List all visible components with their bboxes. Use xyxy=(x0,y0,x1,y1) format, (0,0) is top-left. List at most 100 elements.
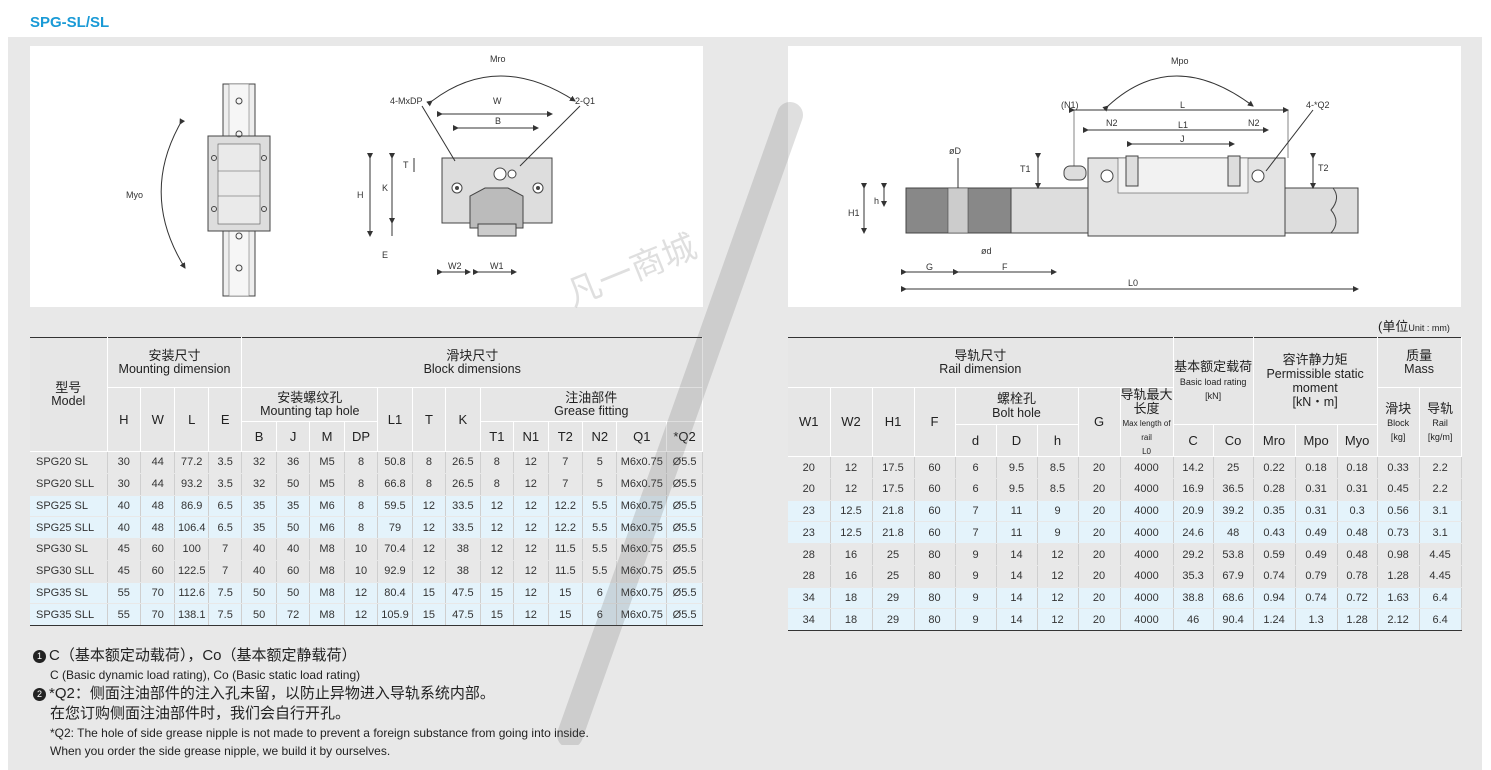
table-cell: 16.9 xyxy=(1173,478,1214,501)
table-cell: 60 xyxy=(914,500,956,523)
table-cell: 21.8 xyxy=(872,500,915,523)
table-cell: 12.2 xyxy=(548,516,584,539)
note-1-en: C (Basic dynamic load rating), Co (Basic… xyxy=(50,668,361,682)
table-cell: 12 xyxy=(480,560,515,583)
col-e: E xyxy=(208,387,243,452)
table-cell: 0.18 xyxy=(1337,456,1378,479)
table-cell: 90.4 xyxy=(1213,608,1254,632)
table-cell: 6.5 xyxy=(208,495,243,518)
table-cell: 86.9 xyxy=(174,495,209,518)
table-cell: 9 xyxy=(955,587,997,610)
table-cell: 35 xyxy=(241,516,277,539)
table-cell: 9 xyxy=(1037,521,1079,545)
table-cell: 35 xyxy=(276,495,311,518)
table-cell: 92.9 xyxy=(377,560,413,583)
table-cell: 7.5 xyxy=(208,582,243,605)
table-cell: 34 xyxy=(788,587,831,610)
unit-label-en: Unit : mm) xyxy=(1408,323,1450,333)
col-myo: Myo xyxy=(1337,424,1378,458)
table-cell: 11.5 xyxy=(548,538,584,561)
table-cell: 0.49 xyxy=(1295,543,1338,566)
col-t: T xyxy=(412,387,447,452)
col-h1: H1 xyxy=(872,387,915,458)
rail-diagram: Mpo (N1) L 4-*Q2 N2 L1 N2 J øD T1 T2 h H… xyxy=(848,56,1359,292)
table-cell: 29.2 xyxy=(1173,543,1214,566)
mass-header-en: Mass xyxy=(1404,362,1435,377)
col-mpo: Mpo xyxy=(1295,424,1338,458)
table-cell: 14 xyxy=(996,565,1038,588)
table-cell: 6 xyxy=(955,456,997,479)
col-k: K xyxy=(445,387,481,452)
table-cell: 20 xyxy=(788,478,831,501)
table-cell: M6x0.75 xyxy=(616,495,668,518)
col-q1: Q1 xyxy=(616,421,668,452)
col-w: W xyxy=(140,387,176,452)
tap-header-en: Mounting tap hole xyxy=(260,404,360,419)
block-diagram-panel: Myo Mro W B 4-MxDP 2-Q1 T H K E W2 W1 xyxy=(30,46,703,307)
mro-label: Mro xyxy=(490,54,506,64)
table-cell: 0.31 xyxy=(1295,500,1338,523)
table-cell: 15 xyxy=(548,582,584,605)
table-cell: 8 xyxy=(480,473,515,496)
table-cell: 28 xyxy=(788,565,831,588)
table-cell: M5 xyxy=(309,473,345,496)
model-header-cn: 型号 xyxy=(55,379,82,395)
note-2-en-line2: When you order the side grease nipple, w… xyxy=(50,744,391,758)
table-cell: 7 xyxy=(208,560,243,583)
table-cell: 40 xyxy=(276,538,311,561)
table-cell: 2.2 xyxy=(1419,478,1462,501)
table-cell: 3.5 xyxy=(208,451,243,474)
col-d-small: d xyxy=(955,424,997,458)
table-cell: Ø5.5 xyxy=(666,603,703,626)
table-cell: 112.6 xyxy=(174,582,209,605)
w1-label: W1 xyxy=(490,261,504,271)
table-cell: 45 xyxy=(107,538,142,561)
table-cell: 18 xyxy=(830,608,873,632)
bolt-header-cn: 螺栓孔 xyxy=(996,390,1036,406)
table-cell: 23 xyxy=(788,500,831,523)
table-cell: 8 xyxy=(344,495,379,518)
table-cell: 8 xyxy=(412,451,447,474)
table-cell: 32 xyxy=(241,473,277,496)
table-cell: Ø5.5 xyxy=(666,451,703,474)
table-cell: 7.5 xyxy=(208,603,243,626)
maxlen-header-cn: 导轨最大长度 xyxy=(1120,387,1173,416)
table-cell: 12 xyxy=(1037,587,1079,610)
k-label: K xyxy=(382,183,388,193)
note-2-bullet: 2 xyxy=(33,688,46,701)
t2-label: T2 xyxy=(1318,163,1329,173)
table-cell: 8.5 xyxy=(1037,456,1079,479)
table-cell: 7 xyxy=(208,538,243,561)
table-cell: 4000 xyxy=(1120,478,1174,501)
table-cell: 59.5 xyxy=(377,495,413,518)
table-cell: 23 xyxy=(788,521,831,545)
table-cell: 20 xyxy=(1078,521,1121,545)
table-cell: 48 xyxy=(1213,521,1254,545)
w2-label: W2 xyxy=(448,261,462,271)
table-cell: 70 xyxy=(140,582,176,605)
table-cell: 14 xyxy=(996,608,1038,632)
table-cell: 11 xyxy=(996,500,1038,523)
table-cell: 14 xyxy=(996,543,1038,566)
table-cell: 14 xyxy=(996,587,1038,610)
table-cell: 7 xyxy=(955,500,997,523)
note-2-cn: 2*Q2：侧面注油部件的注入孔未留，以防止异物进入导轨系统内部。 xyxy=(33,684,733,704)
rail-mass-header-cn: 导轨 xyxy=(1427,400,1454,416)
col-l: L xyxy=(174,387,209,452)
table-cell: 15 xyxy=(412,582,447,605)
table-cell: 46 xyxy=(1173,608,1214,632)
col-n2: N2 xyxy=(582,421,618,452)
unit-label-cn: (单位 xyxy=(1378,319,1409,334)
table-cell: 24.6 xyxy=(1173,521,1214,545)
table-cell: 5.5 xyxy=(582,495,618,518)
